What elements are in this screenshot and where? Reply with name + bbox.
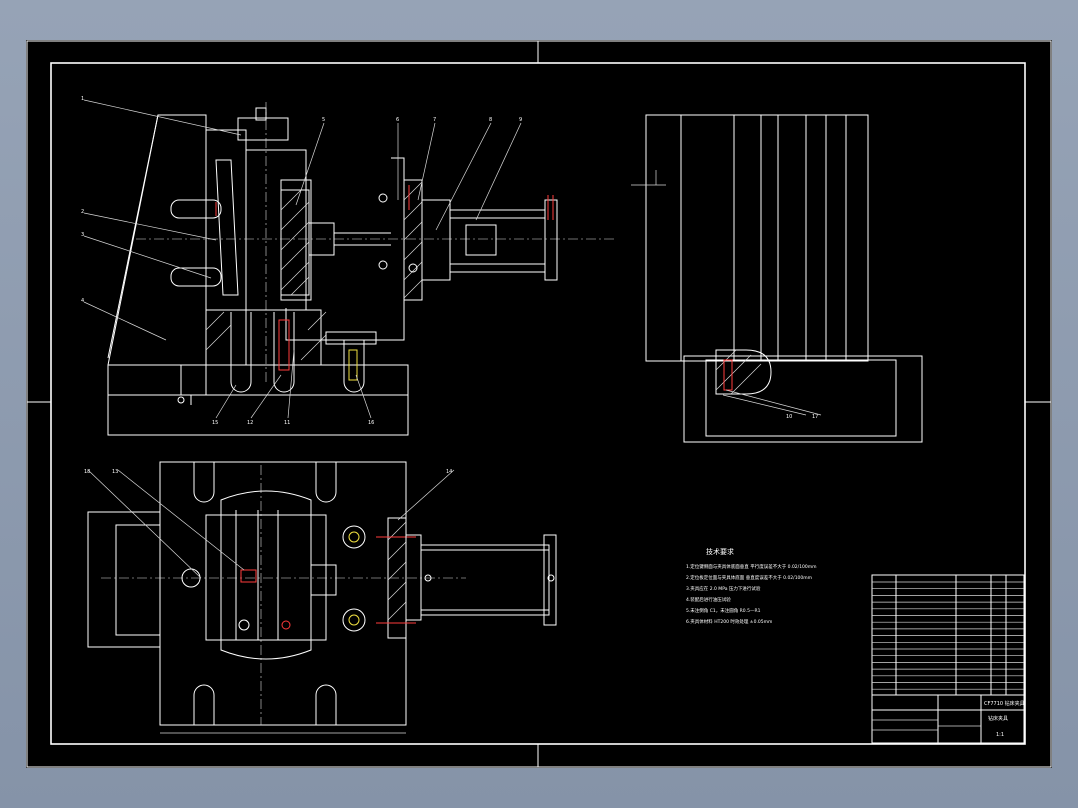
balloon-10: 10 bbox=[786, 414, 792, 420]
balloon-3: 3 bbox=[81, 232, 84, 238]
balloon-12: 12 bbox=[247, 420, 253, 426]
balloon-7: 7 bbox=[433, 117, 436, 123]
balloon-5: 5 bbox=[322, 117, 325, 123]
tech-req-title: 技术要求 bbox=[706, 547, 734, 556]
tech-req-line-4: 4.装配后进行油压试验 bbox=[686, 596, 731, 603]
balloon-8: 8 bbox=[489, 117, 492, 123]
balloon-18: 18 bbox=[84, 469, 90, 475]
top-plan-view bbox=[87, 461, 557, 734]
balloon-11: 11 bbox=[284, 420, 290, 426]
balloon-15: 15 bbox=[212, 420, 218, 426]
parts-list-table bbox=[871, 574, 1025, 696]
title-block-drawing: 钻床夹具 bbox=[988, 715, 1008, 722]
balloon-14: 14 bbox=[446, 469, 452, 475]
title-block-scale: 1:1 bbox=[996, 732, 1004, 738]
leader-lines-front bbox=[83, 99, 522, 419]
balloon-17: 17 bbox=[812, 414, 818, 420]
title-block-name: CF7710 钻床夹具 bbox=[984, 700, 1025, 707]
drawing-sheet: 1 2 3 4 5 6 7 8 9 15 12 11 16 18 13 14 1… bbox=[26, 40, 1052, 768]
title-block: CF7710 钻床夹具 钻床夹具 1:1 bbox=[871, 694, 1025, 744]
tech-req-line-2: 2.定位板定位面与夹具体底面 垂直度误差不大于 0.02/100mm bbox=[686, 574, 812, 581]
technical-requirements: 技术要求 1.定位键侧面与夹具体底面垂直 平行度误差不大于 0.02/100mm… bbox=[686, 547, 817, 625]
tech-req-line-3: 3.夹具应在 2.0 MPa 压力下进行试验 bbox=[686, 585, 761, 592]
side-view bbox=[631, 114, 923, 443]
balloon-6: 6 bbox=[396, 117, 399, 123]
balloon-1: 1 bbox=[81, 96, 84, 102]
drawing-border bbox=[26, 40, 1052, 768]
tech-req-line-5: 5.未注倒角 C1，未注圆角 R0.5—R1 bbox=[686, 607, 761, 614]
balloon-16: 16 bbox=[368, 420, 374, 426]
cad-drawing-canvas: 1 2 3 4 5 6 7 8 9 15 12 11 16 18 13 14 1… bbox=[26, 40, 1052, 768]
balloon-4: 4 bbox=[81, 298, 84, 304]
balloon-9: 9 bbox=[519, 117, 522, 123]
balloon-2: 2 bbox=[81, 209, 84, 215]
balloon-13: 13 bbox=[112, 469, 118, 475]
tech-req-line-6: 6.夹具体材料 HT200 时效处理 ±0.05mm bbox=[686, 618, 772, 625]
front-section-view bbox=[107, 102, 616, 436]
part-balloons: 1 2 3 4 5 6 7 8 9 15 12 11 16 18 13 14 1… bbox=[81, 96, 818, 475]
tech-req-line-1: 1.定位键侧面与夹具体底面垂直 平行度误差不大于 0.02/100mm bbox=[686, 563, 817, 570]
